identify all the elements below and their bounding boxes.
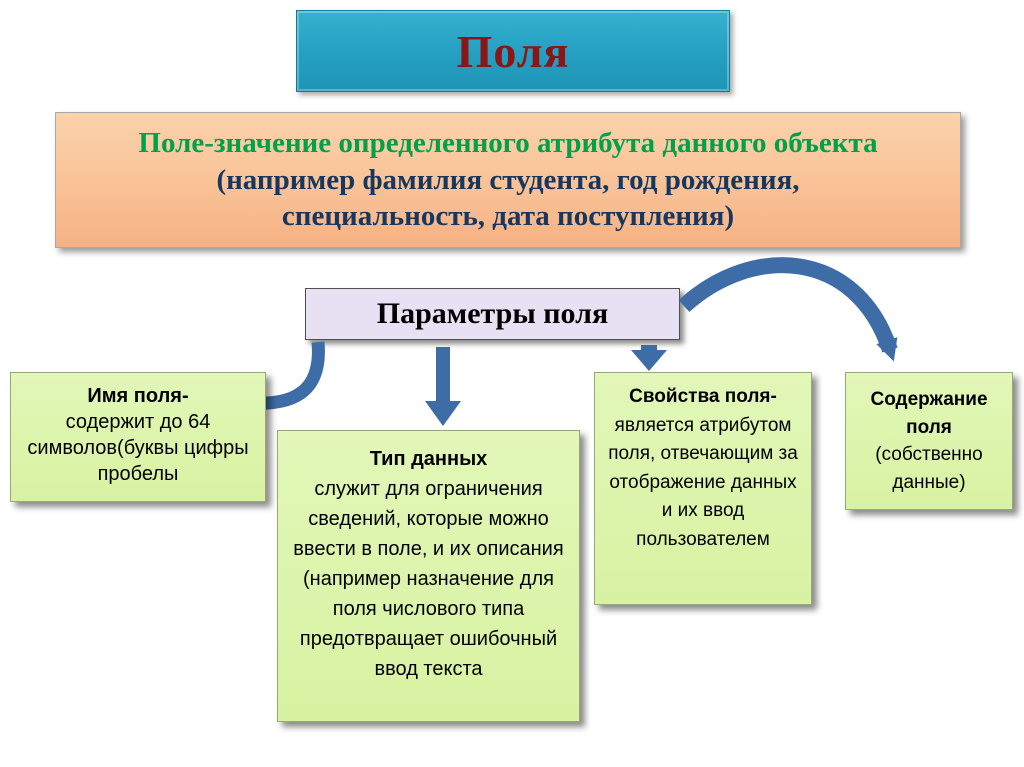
curved-arrow-to-field-content [678,257,898,362]
field-name-body: содержит до 64 символов(буквы цифры проб… [27,411,249,485]
down-arrow-to-field-properties [631,345,667,371]
title-box: Поля [296,10,730,92]
field-content-title: Содержание поля [870,389,988,438]
params-label: Параметры поля [376,297,609,330]
down-arrow-to-data-type [425,347,461,426]
field-name-title: Имя поля- [87,385,189,407]
data-type-title: Тип данных [369,448,488,470]
field-properties-body: является атрибутом поля, отвечающим за о… [608,414,798,550]
field-content-box: Содержание поля (собственно данные) [845,372,1013,510]
field-properties-title: Свойства поля- [629,386,777,407]
definition-line-navy: (например фамилия студента, год рождения… [216,163,800,233]
field-properties-box: Свойства поля- является атрибутом поля, … [594,372,812,605]
definition-line-green: Поле-значение определенного атрибута дан… [138,127,878,160]
data-type-box: Тип данных служит для ограничения сведен… [277,430,580,722]
definition-box: Поле-значение определенного атрибута дан… [55,112,961,248]
data-type-body: служит для ограничения сведений, которые… [293,478,564,680]
params-box: Параметры поля [305,288,680,340]
field-name-box: Имя поля- содержит до 64 символов(буквы … [10,372,266,502]
field-content-body: (собственно данные) [875,444,983,493]
slide-title: Поля [456,25,570,77]
